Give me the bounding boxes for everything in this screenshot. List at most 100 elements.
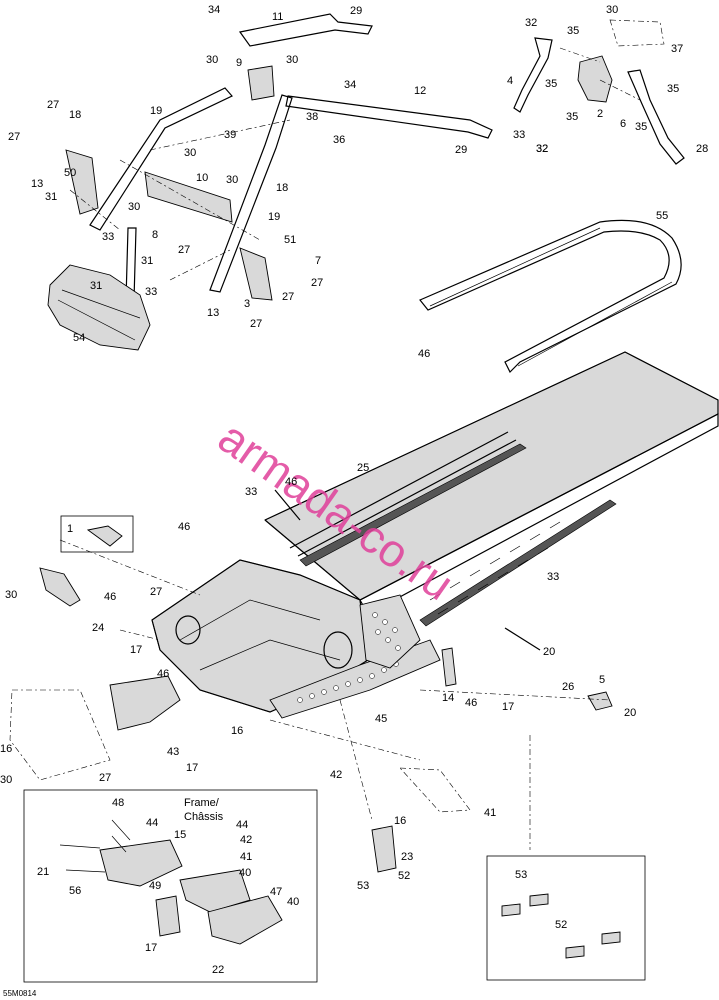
- callout-46: 46: [178, 521, 190, 533]
- callout-29: 29: [350, 5, 362, 17]
- callout-31: 31: [45, 191, 57, 203]
- callout-17: 17: [186, 762, 198, 774]
- callout-56: 56: [69, 885, 81, 897]
- callout-16: 16: [0, 743, 12, 755]
- callout-31: 31: [141, 255, 153, 267]
- left-lower-assembly: [9, 515, 181, 781]
- callout-13: 13: [31, 178, 43, 190]
- callout-37: 37: [671, 43, 683, 55]
- callout-27: 27: [311, 277, 323, 289]
- callout-12: 12: [414, 85, 426, 97]
- callout-4: 4: [507, 75, 513, 87]
- callout-46: 46: [285, 476, 297, 488]
- callout-11: 11: [272, 11, 283, 23]
- callout-52: 52: [555, 919, 567, 931]
- lower-right-brackets: [371, 767, 471, 873]
- callout-27: 27: [47, 99, 59, 111]
- callout-27: 27: [250, 318, 262, 330]
- callout-30: 30: [184, 147, 196, 159]
- callout-25: 25: [357, 462, 369, 474]
- callout-33: 33: [102, 231, 114, 243]
- callout-16: 16: [394, 815, 406, 827]
- callout-35: 35: [545, 78, 557, 90]
- callout-20: 20: [624, 707, 636, 719]
- callout-33: 33: [513, 129, 525, 141]
- callout-18: 18: [69, 109, 81, 121]
- callout-26: 26: [562, 681, 574, 693]
- upper-right-assembly: [513, 19, 685, 165]
- callout-1: 1: [67, 523, 73, 535]
- callout-32: 32: [536, 143, 548, 155]
- callout-24: 24: [92, 622, 104, 634]
- callout-30: 30: [286, 54, 298, 66]
- callout-15: 15: [174, 829, 186, 841]
- callout-27: 27: [282, 291, 294, 303]
- callout-51: 51: [284, 234, 296, 246]
- clip-details: [501, 893, 621, 959]
- callout-32: 32: [536, 143, 548, 155]
- callout-18: 18: [276, 182, 288, 194]
- callout-54: 54: [73, 332, 85, 344]
- inset-frame-parts: [59, 819, 283, 945]
- callout-45: 45: [375, 713, 387, 725]
- callout-46: 46: [465, 697, 477, 709]
- callout-16: 16: [231, 725, 243, 737]
- main-chassis: [59, 351, 719, 850]
- callout-50: 50: [64, 167, 76, 179]
- callout-30: 30: [606, 4, 618, 16]
- callout-46: 46: [418, 348, 430, 360]
- callout-31: 31: [90, 280, 102, 292]
- callout-35: 35: [667, 83, 679, 95]
- callout-41: 41: [484, 807, 496, 819]
- callout-40: 40: [239, 867, 251, 879]
- frame-label-line1: Frame/: [184, 797, 220, 809]
- callout-33: 33: [547, 571, 559, 583]
- callout-47: 47: [270, 886, 282, 898]
- callout-34: 34: [344, 79, 356, 91]
- callout-17: 17: [130, 644, 142, 656]
- callout-27: 27: [8, 131, 20, 143]
- inset-box-clips: [486, 855, 646, 981]
- callout-29: 29: [455, 144, 467, 156]
- callout-6: 6: [620, 118, 626, 130]
- diagram-code: 55M0814: [3, 989, 37, 998]
- callout-22: 22: [212, 964, 224, 976]
- callout-39: 39: [224, 129, 236, 141]
- callout-17: 17: [145, 942, 157, 954]
- callout-43: 43: [167, 746, 179, 758]
- callout-30: 30: [206, 54, 218, 66]
- callout-9: 9: [236, 57, 242, 69]
- callout-53: 53: [357, 880, 369, 892]
- callout-30: 30: [226, 174, 238, 186]
- callout-52: 52: [398, 870, 410, 882]
- callout-49: 49: [149, 880, 161, 892]
- callout-21: 21: [37, 866, 49, 878]
- callout-19: 19: [268, 211, 280, 223]
- frame-label-line2: Châssis: [184, 811, 224, 823]
- callout-13: 13: [207, 307, 219, 319]
- callout-38: 38: [306, 111, 318, 123]
- callout-46: 46: [157, 668, 169, 680]
- callout-20: 20: [543, 646, 555, 658]
- callout-23: 23: [401, 851, 413, 863]
- callout-41: 41: [240, 851, 252, 863]
- callout-44: 44: [236, 819, 248, 831]
- inset-box-frame-parts: [23, 789, 318, 983]
- callout-8: 8: [152, 229, 158, 241]
- callout-2: 2: [597, 108, 603, 120]
- callout-46: 46: [104, 591, 116, 603]
- callout-27: 27: [150, 586, 162, 598]
- callout-27: 27: [99, 772, 111, 784]
- callout-42: 42: [330, 769, 342, 781]
- callout-55: 55: [656, 210, 668, 222]
- callout-33: 33: [245, 486, 257, 498]
- callout-35: 35: [566, 111, 578, 123]
- callout-30: 30: [128, 201, 140, 213]
- callout-30: 30: [0, 774, 12, 786]
- callout-30: 30: [5, 589, 17, 601]
- callout-35: 35: [635, 121, 647, 133]
- callout-53: 53: [515, 869, 527, 881]
- callout-44: 44: [146, 817, 158, 829]
